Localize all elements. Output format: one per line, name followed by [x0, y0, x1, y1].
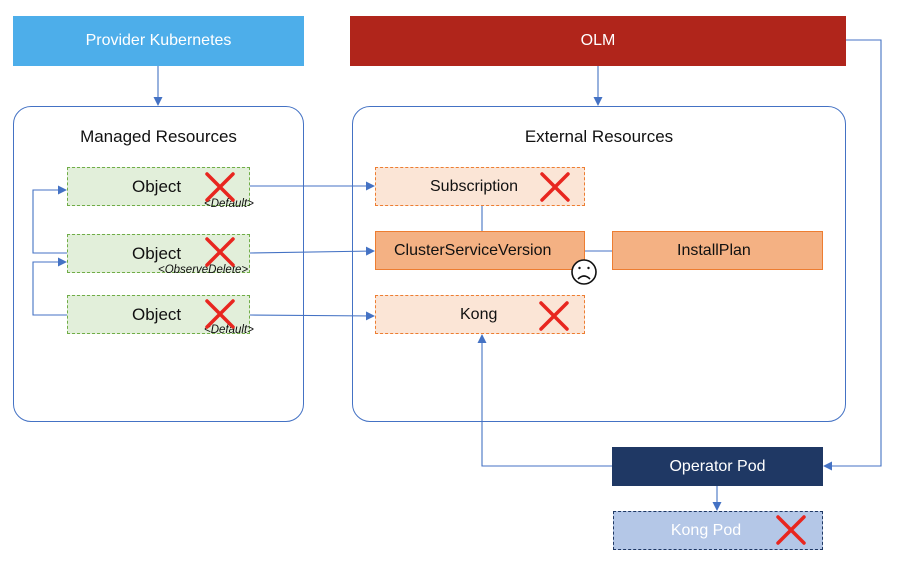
cross-icon-object-2 [205, 237, 235, 267]
kong-pod-box: Kong Pod [613, 511, 823, 550]
provider-kubernetes-label: Provider Kubernetes [85, 32, 232, 49]
managed-object-1-policy: <Default> [204, 198, 254, 210]
managed-object-2-label: Object [132, 243, 182, 263]
managed-object-3: Object [67, 295, 250, 334]
arrow-operator-to-kong [477, 334, 612, 467]
olm-label: OLM [580, 32, 616, 49]
cluster-service-version-label: ClusterServiceVersion [394, 241, 552, 259]
kong-box: Kong [375, 295, 585, 334]
kong-label: Kong [460, 305, 498, 323]
cross-icon-kong [539, 301, 569, 331]
subscription-label: Subscription [430, 177, 519, 195]
managed-object-3-label: Object [132, 304, 182, 324]
arrow-object3-to-object2 [32, 257, 67, 316]
subscription-box: Subscription [375, 167, 585, 206]
operator-pod-label: Operator Pod [669, 457, 766, 475]
sad-face-icon [571, 259, 597, 285]
managed-resources-title: Managed Resources [80, 127, 237, 146]
managed-object-3-policy: <Default> [204, 324, 254, 336]
arrow-object2-to-object1 [32, 185, 67, 254]
arrow-object3-to-kong [249, 311, 375, 321]
install-plan-label: InstallPlan [677, 241, 751, 259]
arrow-object2-to-csv [249, 246, 375, 256]
provider-kubernetes-header: Provider Kubernetes [13, 16, 304, 66]
install-plan-box: InstallPlan [612, 231, 823, 270]
cross-icon-object-3 [205, 299, 235, 329]
cross-icon-subscription [540, 172, 570, 202]
cluster-service-version-box: ClusterServiceVersion [375, 231, 585, 270]
cross-icon-object-1 [205, 172, 235, 202]
operator-pod-box: Operator Pod [612, 447, 823, 486]
managed-object-1-label: Object [132, 176, 182, 196]
kong-pod-label: Kong Pod [670, 521, 742, 539]
olm-header: OLM [350, 16, 846, 66]
managed-object-2-policy: <ObserveDelete> [158, 264, 249, 276]
cross-icon-kong-pod [776, 515, 806, 545]
managed-object-2: Object [67, 234, 250, 273]
arrow-olm-to-operator-pod [823, 39, 882, 471]
external-resources-title: External Resources [524, 127, 674, 146]
